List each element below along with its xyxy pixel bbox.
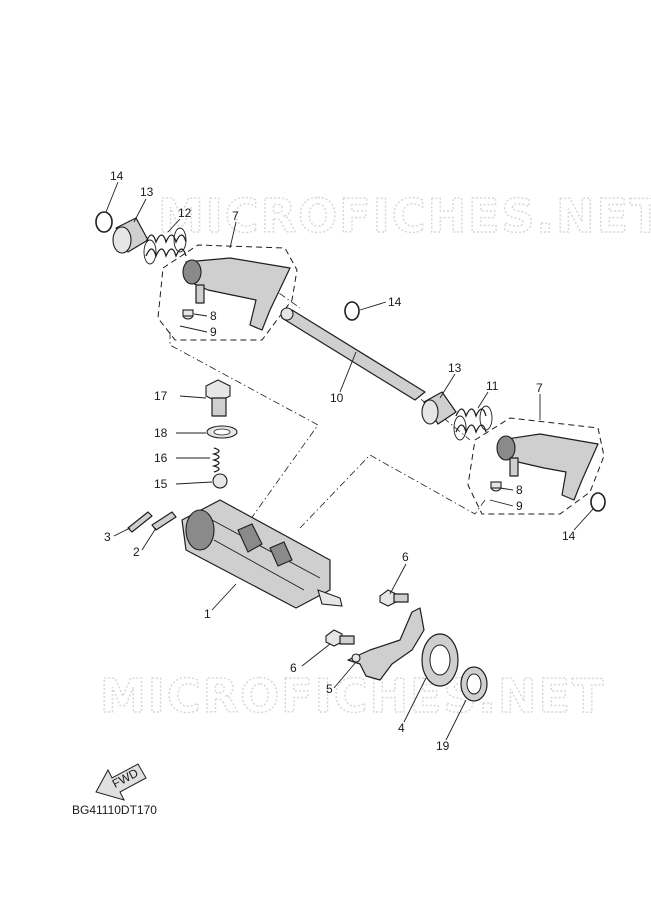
callout-17: 17	[154, 389, 168, 403]
callout-6-lower: 6	[290, 661, 297, 675]
callout-7-upper: 7	[232, 209, 239, 223]
spring-upper	[143, 227, 187, 265]
shift-drum	[181, 499, 343, 609]
gasket-washer	[206, 425, 238, 439]
circlip-middle	[344, 301, 360, 321]
callout-9-lower: 9	[516, 499, 523, 513]
callout-12: 12	[178, 206, 192, 220]
detent-ball	[212, 473, 228, 489]
dowel-pin-2	[151, 511, 177, 531]
diagram-code: BG41110DT170	[72, 803, 157, 817]
callout-6-upper: 6	[402, 550, 409, 564]
fork-pin-lower	[490, 481, 502, 492]
callout-11: 11	[486, 379, 499, 393]
callout-1: 1	[204, 607, 211, 621]
callout-8-upper: 8	[210, 309, 217, 323]
callout-16: 16	[154, 451, 168, 465]
bolt-6-lower	[325, 629, 355, 647]
collar-upper	[112, 217, 149, 254]
callouts: 14 13 12 7 8 9 14 13 11 10 7 8 9 14 17 1…	[104, 169, 576, 753]
shift-fork-lower	[496, 433, 599, 501]
callout-5: 5	[326, 682, 333, 696]
callout-4: 4	[398, 721, 405, 735]
callout-18: 18	[154, 426, 168, 440]
watermark-bottom: MICROFICHES.NET	[100, 669, 605, 723]
callout-19: 19	[436, 739, 450, 753]
dowel-pin-3	[127, 511, 153, 533]
fork-group-lower-outline	[467, 417, 605, 515]
plug-bolt	[205, 379, 231, 417]
detent-spring	[211, 447, 220, 473]
fork-pin-upper	[182, 309, 194, 320]
callout-8-lower: 8	[516, 483, 523, 497]
bolt-6-upper	[379, 589, 409, 607]
callout-7-lower: 7	[536, 381, 543, 395]
callout-14-middle: 14	[388, 295, 402, 309]
oil-seal	[460, 666, 488, 702]
watermark-top: MICROFICHES.NET	[158, 189, 651, 243]
leader-lines	[105, 181, 595, 741]
circlip-lower-right	[590, 492, 606, 512]
callout-13-upper: 13	[140, 185, 154, 199]
callout-13-lower: 13	[448, 361, 462, 375]
guide-bar	[280, 307, 426, 401]
callout-14-upper: 14	[110, 169, 124, 183]
callout-2: 2	[133, 545, 140, 559]
shift-fork-upper	[182, 257, 291, 331]
callout-10: 10	[330, 391, 344, 405]
circlip-upper-left	[95, 211, 113, 233]
callout-15: 15	[154, 477, 168, 491]
callout-14-lower: 14	[562, 529, 576, 543]
collar-lower	[421, 391, 457, 425]
ball-bearing	[421, 633, 459, 687]
callout-3: 3	[104, 530, 111, 544]
spring-lower	[453, 405, 493, 441]
fork-group-upper-outline	[157, 244, 298, 341]
callout-9-upper: 9	[210, 325, 217, 339]
fwd-arrow-icon	[95, 763, 147, 801]
